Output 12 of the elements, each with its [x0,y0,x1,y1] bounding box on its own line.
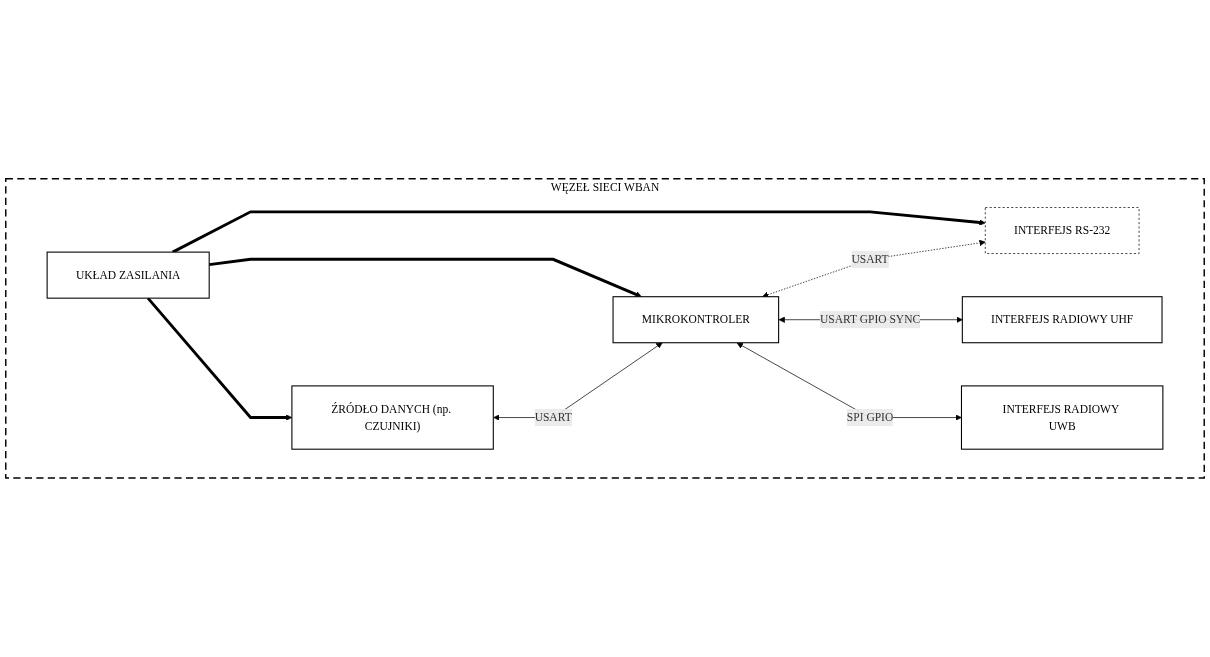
node-box: INTERFEJS RADIOWY UHF [961,296,1163,344]
node-box: MIKROKONTROLER [612,296,780,344]
node-box: UKŁAD ZASILANIA [46,251,210,299]
arrow [172,210,986,254]
edge-label: SPI GPIO [846,411,894,424]
node-box: ŹRÓDŁO DANYCH (np. CZUJNIKI) [291,385,494,450]
edge-label: USART [534,411,572,424]
edge-label: USART GPIO SYNC [819,313,921,326]
arrow [209,258,642,298]
edge-label: USART [851,252,889,266]
node-box: INTERFEJS RS-232 [984,207,1140,255]
node-box: INTERFEJS RADIOWY UWB [960,385,1164,450]
